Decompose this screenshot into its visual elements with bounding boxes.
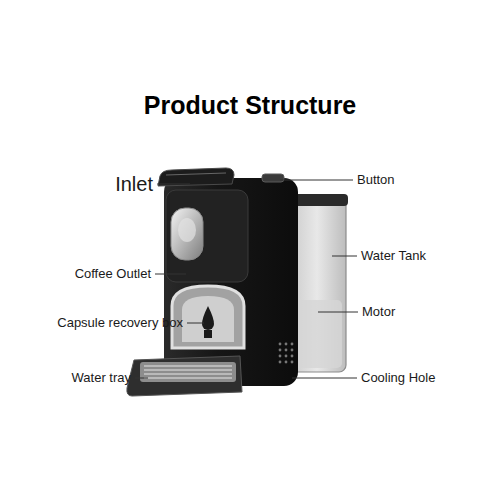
water-tray: [127, 356, 242, 396]
drop-symbol: [202, 306, 214, 330]
part-label: Water Tank: [361, 249, 426, 264]
drop-base: [204, 330, 212, 338]
lever-highlight: [166, 173, 226, 175]
coffee-outlet-knob: [171, 208, 203, 260]
part-label: Inlet: [115, 173, 153, 196]
machine-body: [164, 178, 298, 386]
inlet-lever: [158, 168, 234, 186]
part-label: Motor: [362, 305, 395, 320]
knob-highlight: [178, 218, 196, 242]
tray-grille: [140, 362, 236, 382]
part-label: Coffee Outlet: [75, 267, 151, 282]
part-label: Water tray: [72, 371, 131, 386]
part-label: Cooling Hole: [361, 371, 435, 386]
tank-water: [292, 300, 342, 368]
part-label: Capsule recovery box: [57, 316, 183, 331]
top-button: [262, 174, 284, 182]
diagram-title: Product Structure: [144, 91, 357, 120]
cooling-holes: [279, 343, 294, 364]
part-label: Button: [357, 173, 395, 188]
capsule-box-window: [182, 296, 234, 342]
grille-lines: [144, 366, 232, 378]
brew-head: [166, 190, 248, 282]
leader-lines: [135, 180, 358, 378]
